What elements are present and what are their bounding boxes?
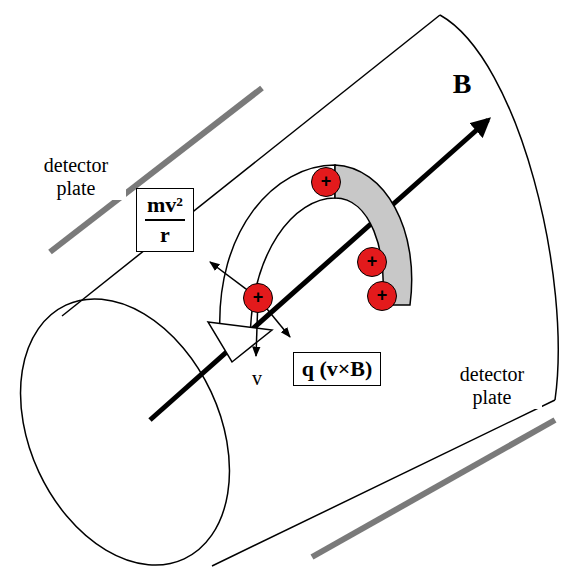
label-text: v	[252, 367, 262, 390]
force-box: q (v×B)	[293, 352, 382, 386]
ion: +	[367, 281, 397, 311]
formula-text: mv²	[145, 193, 185, 220]
charge-sign: +	[358, 248, 386, 274]
ion: +	[311, 167, 341, 197]
charge-sign: +	[368, 282, 396, 308]
charge-sign: +	[244, 284, 272, 310]
force-box: mv²r	[136, 188, 194, 251]
field-axis	[150, 120, 488, 420]
label-text: B	[453, 68, 472, 100]
direction-arrow	[208, 322, 272, 362]
formula-text: q (v×B)	[302, 357, 373, 381]
label-text: detector plate	[444, 363, 540, 409]
detector-label: detector plate	[442, 363, 542, 409]
velocity-label: v	[250, 367, 264, 390]
ion: +	[357, 247, 387, 277]
charge-sign: +	[312, 168, 340, 194]
formula-text: r	[145, 221, 185, 247]
ion: +	[243, 283, 273, 313]
detector-label: detector plate	[26, 154, 126, 200]
cylinder-end	[440, 15, 558, 400]
detector-plate	[312, 420, 555, 557]
cylinder-edge	[212, 400, 555, 566]
field-label: B	[451, 68, 474, 100]
label-text: detector plate	[28, 154, 124, 200]
